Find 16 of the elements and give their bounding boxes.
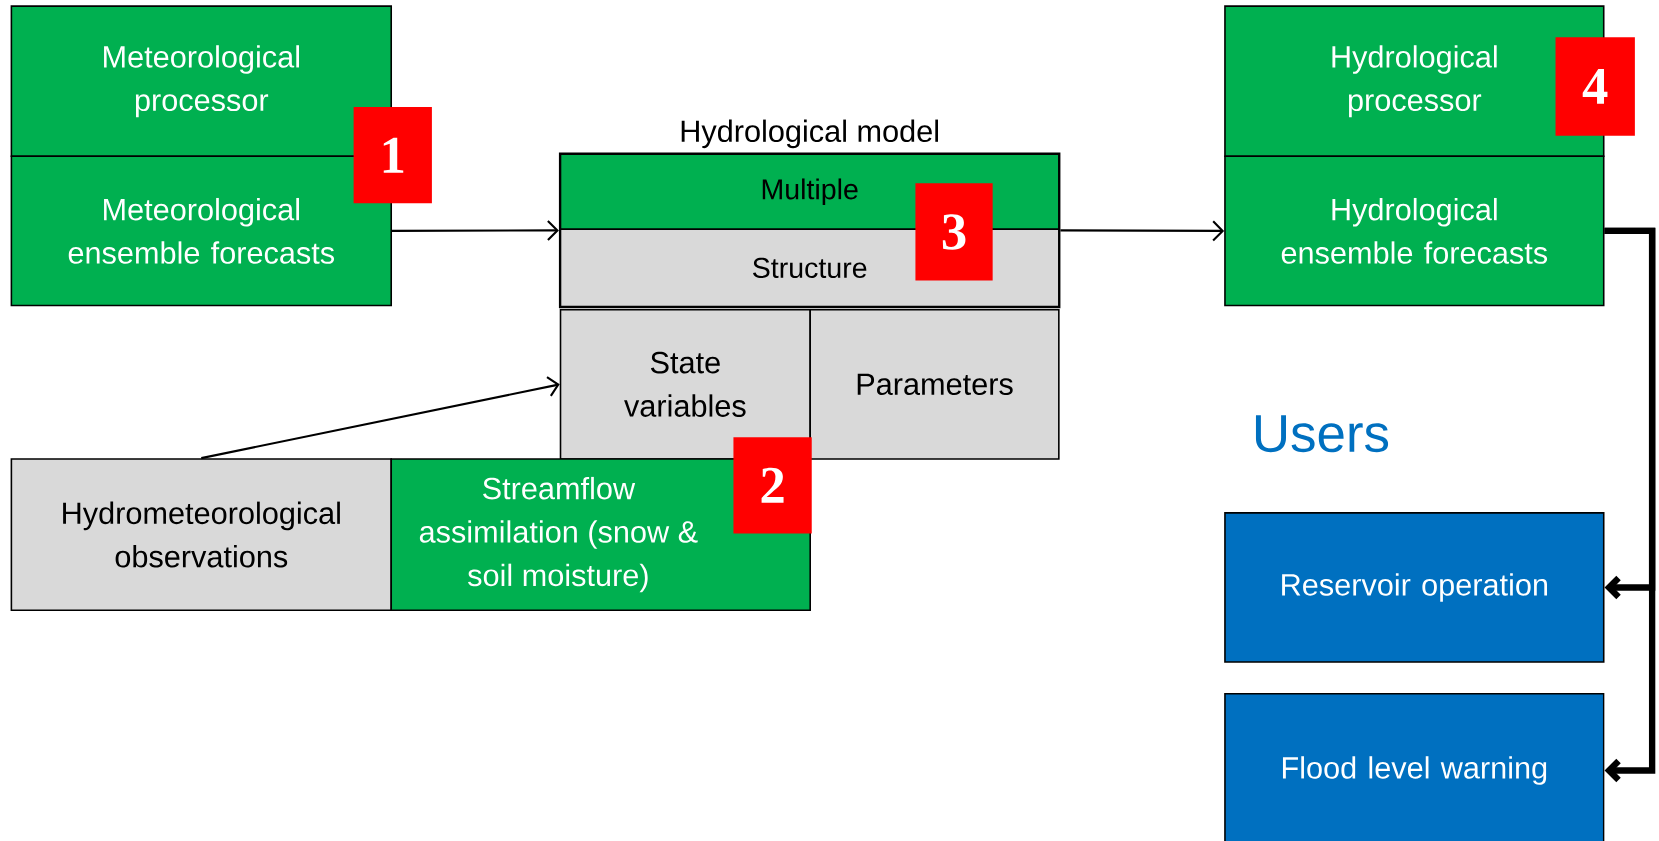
arrow: [1060, 220, 1225, 242]
arrow: [201, 376, 560, 460]
callout-number: 3: [915, 183, 993, 281]
forecast-box: Hydrological ensemble forecasts: [1224, 155, 1605, 307]
callout-number: 4: [1555, 37, 1635, 136]
callout-number: 1: [353, 107, 432, 204]
arrow: [392, 220, 559, 241]
user-box: Reservoir operation: [1224, 512, 1605, 663]
callout-number: 2: [733, 437, 812, 534]
model-component-box: State variables: [559, 308, 811, 460]
section-heading: Users: [1255, 415, 1389, 453]
node-label: Hydrological model: [681, 119, 938, 149]
arrow: [1604, 227, 1656, 783]
model-component-box: Parameters: [809, 308, 1060, 460]
observation-box: Hydrometeorological observations: [10, 458, 392, 611]
user-box: Flood level warning: [1224, 692, 1605, 841]
